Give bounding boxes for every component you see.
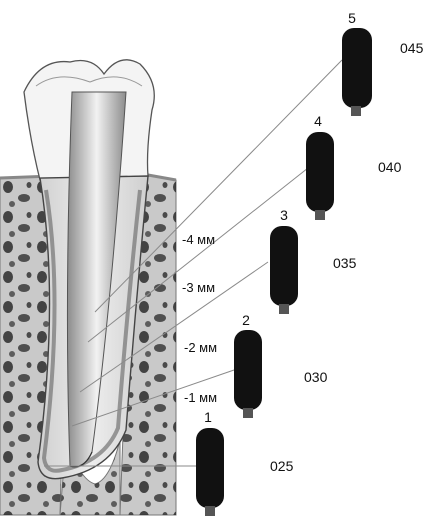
instrument-size: 045: [400, 40, 424, 56]
instrument-size: 030: [304, 369, 328, 385]
instrument-size: 035: [333, 255, 357, 271]
instrument-5: 5 045: [342, 10, 424, 116]
file-handle: [196, 428, 224, 508]
file-handle: [234, 330, 262, 410]
depth-labels: -4 мм -3 мм -2 мм -1 мм: [182, 232, 217, 405]
depth-label-2mm: -2 мм: [184, 340, 217, 355]
root-canal: [66, 91, 127, 468]
leader-line-4: [87, 167, 309, 343]
instrument-number: 1: [204, 409, 212, 425]
depth-label-4mm: -4 мм: [182, 232, 215, 247]
instrument-size: 025: [270, 458, 294, 474]
leader-lines: [44, 59, 343, 467]
instrument-number: 5: [348, 10, 356, 26]
file-shank: [315, 210, 325, 220]
leader-line-2: [71, 369, 235, 427]
leader-line-5: [94, 59, 343, 313]
instrument-4: 4 040: [306, 113, 402, 220]
instrument-size: 040: [378, 159, 402, 175]
instrument-1: 1 025: [196, 409, 294, 516]
leader-line-3: [79, 261, 269, 393]
file-shank: [205, 506, 215, 516]
depth-label-3mm: -3 мм: [182, 280, 215, 295]
instrument-number: 2: [242, 312, 250, 328]
file-shank: [279, 304, 289, 314]
file-shank: [243, 408, 253, 418]
file-handle: [342, 28, 372, 108]
file-handle: [306, 132, 334, 212]
instrument-3: 3 035: [270, 207, 357, 314]
instrument-number: 3: [280, 207, 288, 223]
instrument-2: 2 030: [234, 312, 328, 418]
instrument-number: 4: [314, 113, 322, 129]
depth-label-1mm: -1 мм: [184, 390, 217, 405]
file-shank: [351, 106, 361, 116]
file-handle: [270, 226, 298, 306]
